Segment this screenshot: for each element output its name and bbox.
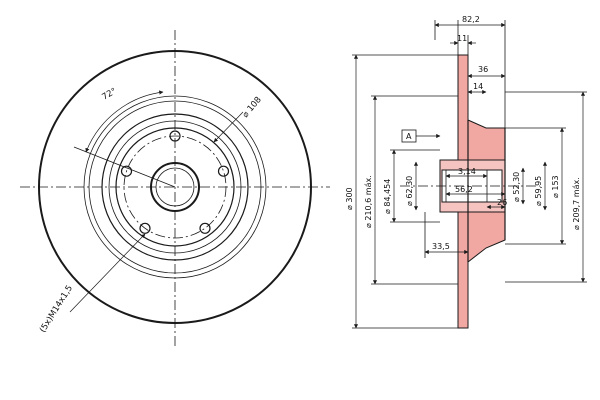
bolt-hole [199, 222, 211, 234]
angle-ref-line [73, 146, 176, 188]
dim-14-label: 14 [473, 82, 483, 91]
dim-210-label: ⌀ 210,6 máx. [364, 175, 373, 228]
dim-153-label: ⌀ 153 [551, 175, 560, 198]
bolt-hole [139, 222, 151, 234]
dim-26-label: 26 [497, 198, 507, 207]
dim-562-label: 56,2 [455, 185, 473, 194]
disc-section-bottom [457, 211, 506, 329]
pcd-leader [213, 111, 244, 143]
thread-label: (5x)M14x1,5 [38, 284, 75, 335]
angle-arc [85, 90, 164, 153]
dim-82-label: 82,2 [462, 15, 480, 24]
angle-label: 72° [101, 86, 119, 102]
bolt-hole [217, 165, 230, 177]
pcd-label: ⌀ 108 [241, 95, 264, 120]
dim-300-label: ⌀ 300 [345, 187, 354, 210]
dim-11-label: 11 [457, 34, 467, 43]
bolt-hole [120, 165, 133, 177]
dim-314-label: 3,14 [458, 167, 476, 176]
front-view: 72° ⌀ 108 (5x)M14x1,5 [20, 30, 330, 346]
thread-leader [69, 233, 146, 313]
dim-209-label: ⌀ 209,7 máx. [572, 177, 581, 230]
dim-335-label: 33,5 [432, 242, 450, 251]
dim-84-label: ⌀ 84,454 [383, 179, 392, 214]
datum-label: A [406, 132, 412, 141]
dim-62-label: ⌀ 62,30 [405, 176, 414, 206]
section-view: 82,2 11 36 14 A ⌀ 300 ⌀ 210,6 máx. ⌀ 84,… [345, 15, 587, 329]
dim-36-label: 36 [478, 65, 488, 74]
dim-59-label: ⌀ 59,95 [534, 176, 543, 206]
dim-52-label: ⌀ 52,30 [512, 172, 521, 202]
